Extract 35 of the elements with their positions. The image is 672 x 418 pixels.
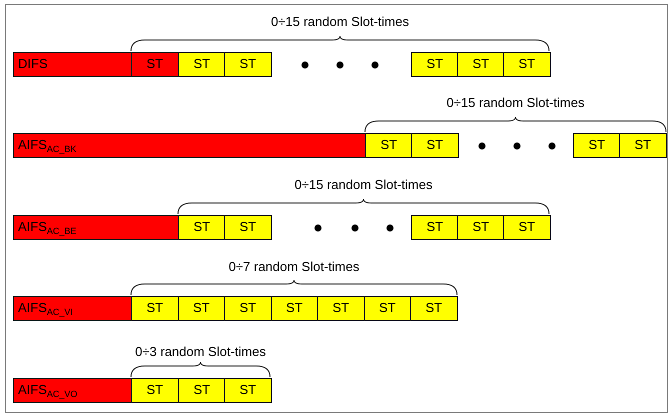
slot-time-box: ST [131, 296, 178, 321]
interframe-space-bar: AIFS$_{AC_VI}$ [13, 296, 132, 321]
slot-time-box: ST [503, 52, 550, 77]
slot-time-box: ST [224, 215, 272, 240]
slot-time-box: ST [131, 52, 178, 77]
slot-time-box: ST [270, 296, 318, 321]
slot-time-box: ST [573, 133, 620, 158]
brace-label: 0÷7 random Slot-times [228, 259, 360, 274]
slot-time-box: ST [178, 378, 226, 403]
brace-label: 0÷15 random Slot-times [294, 177, 432, 192]
interframe-space-bar: AIFS$_{AC_BE}$ [13, 215, 179, 240]
slot-time-box: ST [224, 378, 272, 403]
slot-time-box: ST [224, 296, 272, 321]
interframe-space-bar: AIFS$_{AC_BK}$ [13, 133, 366, 158]
slot-time-box: ST [410, 296, 458, 321]
interframe-space-bar: DIFS [13, 52, 132, 77]
slot-time-box: ST [178, 52, 226, 77]
slot-time-box: ST [317, 296, 364, 321]
slot-time-box: ST [411, 52, 458, 77]
slot-time-box: ST [178, 296, 225, 321]
slot-time-box: ST [411, 133, 458, 158]
slot-time-box: ST [131, 378, 178, 403]
brace-label: 0÷3 random Slot-times [135, 344, 266, 359]
slot-time-box: ST [503, 215, 550, 240]
brace-label: 0÷15 random Slot-times [446, 95, 584, 110]
slot-time-box: ST [457, 52, 504, 77]
slot-time-box: ST [457, 215, 504, 240]
slot-time-box: ST [365, 133, 412, 158]
slot-time-box: ST [178, 215, 226, 240]
brace-label: 0÷15 random Slot-times [271, 14, 409, 29]
interframe-space-bar: AIFS$_{AC_VO}$ [13, 378, 132, 403]
slot-time-box: ST [619, 133, 666, 158]
slot-time-box: ST [364, 296, 411, 321]
slot-time-box: ST [411, 215, 458, 240]
slot-time-box: ST [224, 52, 272, 77]
